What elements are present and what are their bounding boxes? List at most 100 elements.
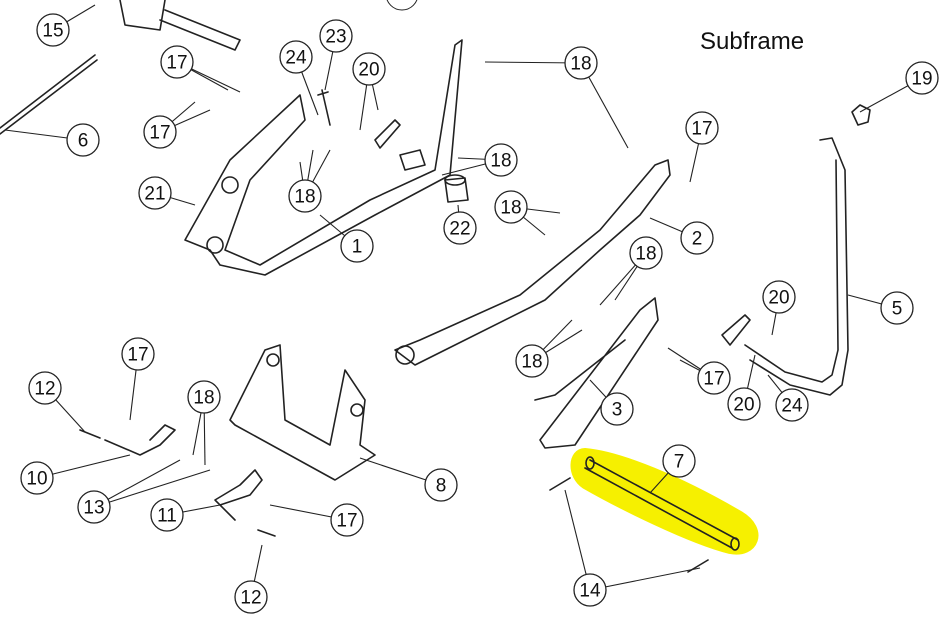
callout-label: 18	[490, 151, 511, 172]
callout-circle	[352, 52, 386, 86]
callout-circle	[187, 380, 221, 414]
callout-circle	[905, 61, 939, 95]
callout-circle	[288, 179, 322, 213]
part-drawings	[0, 0, 871, 573]
callout-label: 3	[612, 400, 623, 421]
callout-18: 18	[288, 179, 322, 213]
callout-label: 17	[336, 511, 357, 532]
callout-label: 18	[193, 388, 214, 409]
callout-label: 20	[768, 288, 789, 309]
callout-20: 20	[352, 52, 386, 86]
callout-circle	[484, 143, 518, 177]
callout-label: 12	[34, 379, 55, 400]
callout-18: 18	[629, 236, 663, 270]
callout-18: 18	[484, 143, 518, 177]
callout-17: 17	[121, 337, 155, 371]
callout-label: 18	[500, 198, 521, 219]
callout-circle	[340, 229, 374, 263]
callout-label: 17	[149, 123, 170, 144]
callout-circle	[564, 46, 598, 80]
callout-11: 11	[150, 498, 184, 532]
callout-label: 20	[358, 60, 379, 81]
callout-label: 1	[352, 237, 363, 258]
callout-circle	[77, 490, 111, 524]
callout-17: 17	[330, 503, 364, 537]
callout-circle	[20, 461, 54, 495]
callout-circle	[234, 580, 268, 614]
callout-label: 17	[703, 369, 724, 390]
callout-circle	[880, 291, 914, 325]
leader-line	[589, 567, 701, 591]
callout-circle	[28, 371, 62, 405]
callout-circle	[143, 115, 177, 149]
callout-circle	[121, 337, 155, 371]
leader-line	[93, 469, 211, 508]
callout-13: 13	[77, 490, 111, 524]
callout-circle	[424, 468, 458, 502]
callout-15: 15	[36, 13, 70, 47]
callout-18: 18	[564, 46, 598, 80]
callout-label: 15	[42, 21, 63, 42]
callout-label: 14	[579, 581, 601, 602]
callout-label: 20	[733, 395, 754, 416]
callout-10: 10	[20, 461, 54, 495]
callout-circle	[319, 19, 353, 53]
callout-18: 18	[187, 380, 221, 414]
callout-circle	[138, 176, 172, 210]
callout-circle	[443, 211, 477, 245]
callout-circle	[66, 123, 100, 157]
callout-19: 19	[905, 61, 939, 95]
diagram-title: Subframe	[700, 28, 805, 55]
callout-circle	[697, 361, 731, 395]
callout-18: 18	[494, 190, 528, 224]
callout-label: 19	[911, 69, 932, 90]
callout-circle	[629, 236, 663, 270]
callout-24: 24	[775, 388, 809, 422]
callout-label: 12	[240, 588, 261, 609]
callout-17: 17	[697, 361, 731, 395]
callout-label: 18	[521, 352, 542, 373]
callout-label: 18	[635, 244, 656, 265]
callout-2: 2	[680, 221, 714, 255]
callout-1: 1	[340, 229, 374, 263]
callout-label: 11	[157, 506, 177, 527]
callout-circle	[160, 45, 194, 79]
callout-14: 14	[573, 573, 607, 607]
callout-label: 18	[570, 54, 591, 75]
callout-3: 3	[600, 392, 634, 426]
callout-label: 13	[83, 498, 104, 519]
callout-circle	[279, 40, 313, 74]
callout-21: 21	[138, 176, 172, 210]
callout-circle	[573, 573, 607, 607]
callout-18: 18	[515, 344, 549, 378]
callout-circle	[36, 13, 70, 47]
callout-label: 2	[692, 229, 703, 250]
callout-circle	[762, 280, 796, 314]
callout-22: 22	[443, 211, 477, 245]
callout-circle	[515, 344, 549, 378]
callout-label: 5	[892, 299, 903, 320]
callout-circle	[775, 388, 809, 422]
callout-circle	[600, 392, 634, 426]
callout-12: 12	[28, 371, 62, 405]
callout-20: 20	[727, 387, 761, 421]
callout-circle	[685, 111, 719, 145]
callout-label: 24	[285, 48, 307, 69]
callout-label: 17	[691, 119, 712, 140]
callout-circle	[150, 498, 184, 532]
callout-label: 22	[449, 219, 470, 240]
callout-label: 17	[166, 53, 187, 74]
callout-label: 24	[781, 396, 803, 417]
callout-label: 18	[294, 187, 315, 208]
callout-label: 7	[674, 452, 685, 473]
callout-23: 23	[319, 19, 353, 53]
callout-circle	[680, 221, 714, 255]
callout-circle	[662, 444, 696, 478]
callout-circle	[330, 503, 364, 537]
callout-6: 6	[66, 123, 100, 157]
callout-label: 10	[26, 469, 47, 490]
callout-17: 17	[143, 115, 177, 149]
callout-17: 17	[160, 45, 194, 79]
callout-12: 12	[234, 580, 268, 614]
